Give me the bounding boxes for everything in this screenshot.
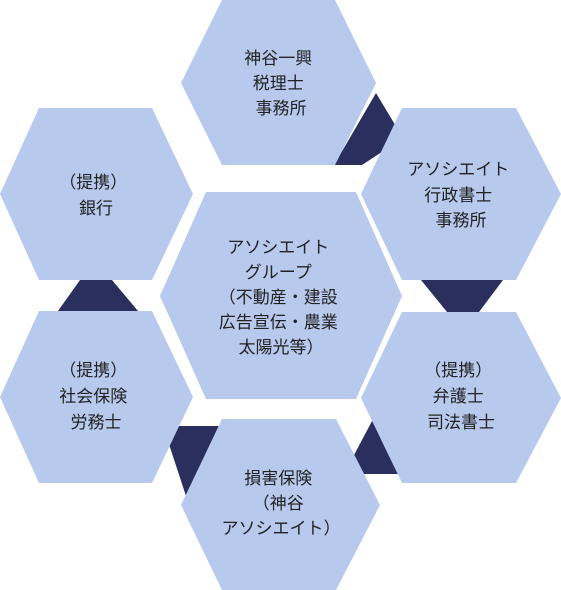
label-partner-labor: （提携） 社会保険 労務士 [59,361,132,433]
connector-bottom-left [163,426,225,496]
label-insurance: 損害保険 （神谷 アソシエイト） [222,469,341,539]
hex-associate-admin [361,108,561,280]
hex-partner-bank [0,108,193,280]
hex-partner-lawyer [361,312,561,483]
hex-center-group [160,192,402,399]
label-associate-admin: アソシエイト 行政書士 事務所 [407,160,514,231]
hex-kamiya-tax [181,0,376,165]
label-kamiya-tax: 神谷一興 税理士 事務所 [244,49,317,119]
label-partner-lawyer: （提携） 弁護士 司法書士 [424,361,497,433]
hex-insurance [181,419,380,590]
label-partner-bank: （提携） 銀行 [59,173,132,219]
label-center-group: アソシエイト グループ （不動産・建設 広告宣伝・農業 太陽光等） [219,238,343,358]
hex-partner-labor [0,311,193,483]
connector-right [421,280,503,312]
connector-left [58,280,138,311]
